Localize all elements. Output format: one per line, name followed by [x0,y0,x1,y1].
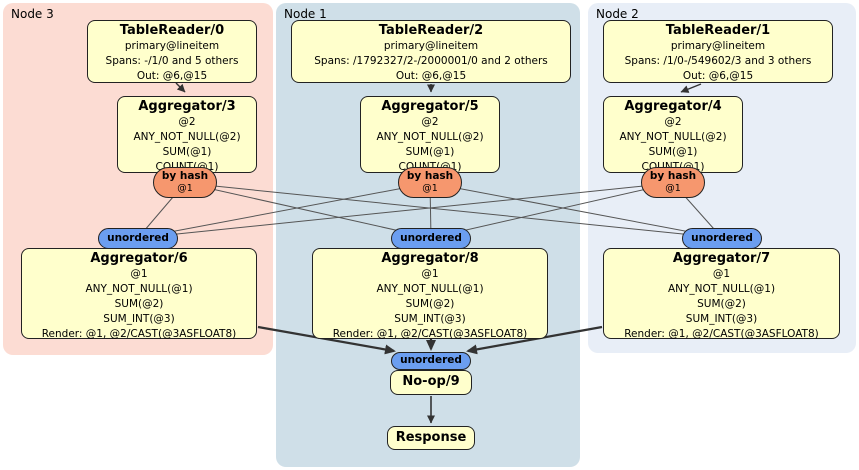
node3-label: Node 3 [11,7,54,21]
agg-fn: SUM(@1) [162,146,212,158]
processor-title: No-op/9 [402,374,460,389]
node2-label: Node 2 [596,7,639,21]
processor-aggregator-6: Aggregator/6 @1 ANY_NOT_NULL(@1) SUM(@2)… [21,248,257,340]
agg-fn: SUM(@1) [405,146,455,158]
router-label: by hash [406,170,454,182]
spans-label: Spans: -/1/0 and 5 others [105,55,239,67]
agg-fn: SUM(@2) [114,298,164,310]
out-label: Out: @6,@15 [136,70,208,82]
sync-unordered-final: unordered [391,352,471,370]
router-label: by hash [649,170,697,182]
agg-fn: ANY_NOT_NULL(@1) [376,283,484,295]
processor-title: Aggregator/5 [381,99,479,114]
processor-aggregator-5: Aggregator/5 @2 ANY_NOT_NULL(@2) SUM(@1)… [360,96,500,173]
agg-fn: ANY_NOT_NULL(@1) [667,283,776,295]
spans-label: Spans: /1/0-/549602/3 and 3 others [624,55,812,67]
processor-noop-9: No-op/9 [390,370,472,395]
index-label: primary@lineitem [670,40,766,52]
processor-title: TableReader/1 [665,23,771,38]
processor-aggregator-4: Aggregator/4 @2 ANY_NOT_NULL(@2) SUM(@1)… [603,96,743,173]
render-expr: Render: @1, @2/CAST(@3ASFLOAT8) [332,328,528,340]
agg-fn: SUM(@2) [405,298,455,310]
processor-title: TableReader/2 [378,23,484,38]
processor-tablereader-0: TableReader/0 primary@lineitem Spans: -/… [87,20,257,83]
sync-unordered-node3: unordered [98,228,178,249]
processor-aggregator-3: Aggregator/3 @2 ANY_NOT_NULL(@2) SUM(@1)… [117,96,257,173]
processor-title: Aggregator/3 [138,99,236,114]
group-cols: @2 [664,116,682,128]
index-label: primary@lineitem [383,40,479,52]
spans-label: Spans: /1792327/2-/2000001/0 and 2 other… [314,55,548,67]
sync-unordered-node2: unordered [682,228,762,249]
index-label: primary@lineitem [124,40,220,52]
processor-title: Aggregator/7 [672,251,771,266]
group-cols: @1 [130,268,148,280]
router-by-hash-node1: by hash @1 [398,167,462,198]
agg-fn: ANY_NOT_NULL(@2) [376,131,484,143]
sync-unordered-node1: unordered [391,228,471,249]
group-cols: @2 [178,116,196,128]
group-cols: @1 [712,268,731,280]
router-by-hash-node2: by hash @1 [641,167,705,198]
processor-title: Aggregator/6 [90,251,188,266]
out-label: Out: @6,@15 [395,70,467,82]
group-cols: @1 [421,268,439,280]
processor-title: Aggregator/8 [381,251,479,266]
node1-label: Node 1 [284,7,327,21]
processor-title: Aggregator/4 [624,99,722,114]
router-output-col: @1 [422,183,438,194]
response-title: Response [395,430,467,445]
agg-fn: SUM_INT(@3) [103,313,175,325]
response-box: Response [387,426,475,450]
render-expr: Render: @1, @2/CAST(@3ASFLOAT8) [624,328,819,340]
agg-fn: SUM(@1) [648,146,698,158]
agg-fn: SUM_INT(@3) [394,313,466,325]
processor-title: TableReader/0 [119,23,225,38]
processor-aggregator-8: Aggregator/8 @1 ANY_NOT_NULL(@1) SUM(@2)… [312,248,548,340]
render-expr: Render: @1, @2/CAST(@3ASFLOAT8) [41,328,237,340]
agg-fn: ANY_NOT_NULL(@1) [85,283,193,295]
processor-aggregator-7: Aggregator/7 @1 ANY_NOT_NULL(@1) SUM(@2)… [603,248,840,340]
router-by-hash-node3: by hash @1 [153,167,217,198]
agg-fn: SUM(@2) [697,298,746,310]
router-label: by hash [161,170,209,182]
router-output-col: @1 [177,183,193,194]
agg-fn: ANY_NOT_NULL(@2) [619,131,727,143]
agg-fn: SUM_INT(@3) [685,313,758,325]
out-label: Out: @6,@15 [682,70,754,82]
group-cols: @2 [421,116,439,128]
processor-tablereader-1: TableReader/1 primary@lineitem Spans: /1… [603,20,833,83]
router-output-col: @1 [665,183,681,194]
processor-tablereader-2: TableReader/2 primary@lineitem Spans: /1… [291,20,571,83]
agg-fn: ANY_NOT_NULL(@2) [133,131,241,143]
